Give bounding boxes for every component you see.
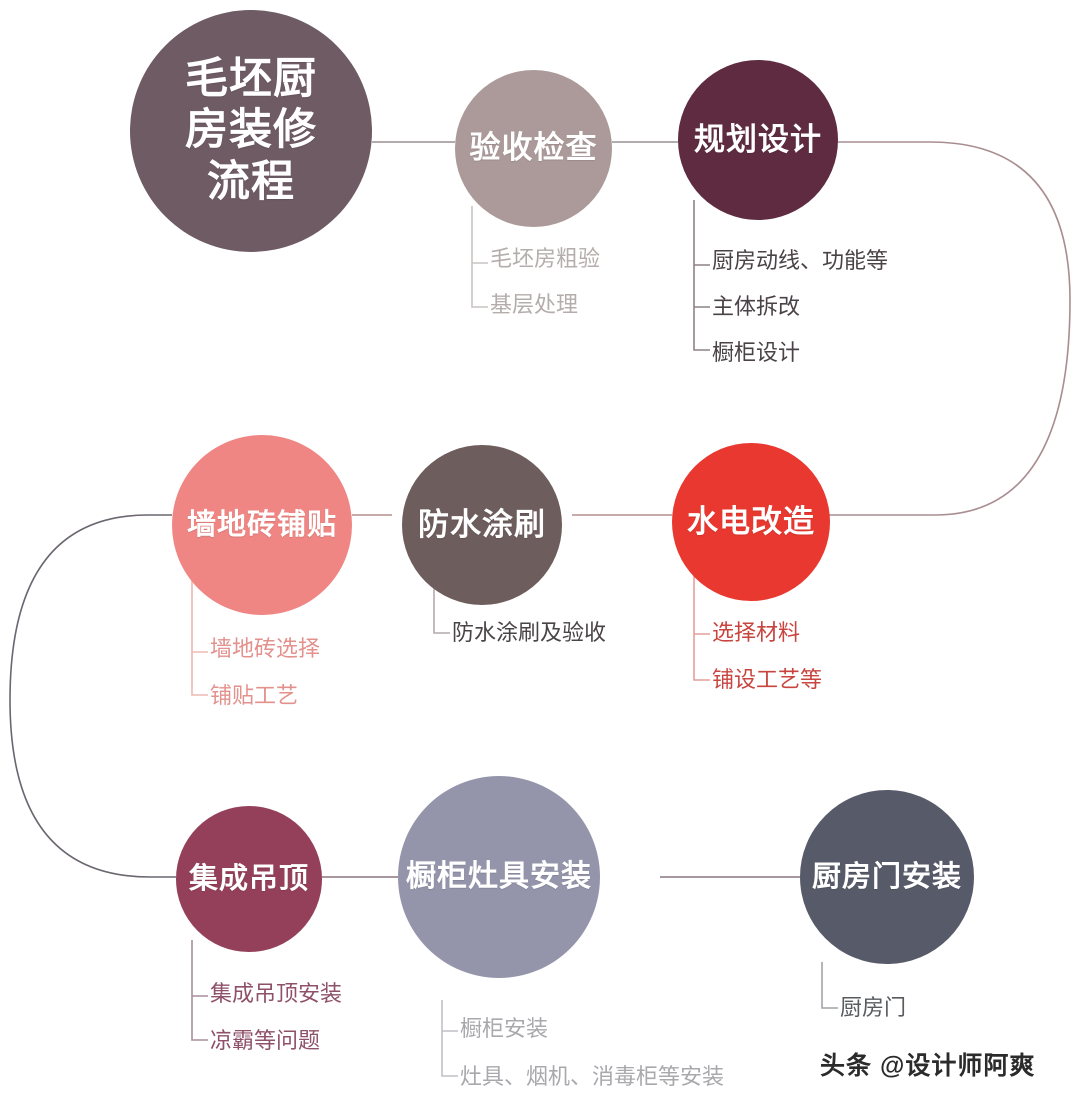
sub-item: 主体拆改 [712, 294, 801, 319]
bracket-yanshou [471, 206, 488, 308]
bracket-qiangdizhuan [191, 580, 208, 696]
bracket-chugui [441, 1000, 458, 1077]
node-qiangdizhuan-puties-label: 墙地砖铺贴 [186, 508, 337, 541]
node-jicheng-diaoding[interactable]: 集成吊顶 [176, 806, 322, 952]
connector-loop-left [9, 514, 176, 878]
node-guihua-sheji[interactable]: 规划设计 [678, 60, 838, 220]
node-fangshui-tushua[interactable]: 防水涂刷 [402, 445, 562, 605]
node-chugui-zaoju-anzhuang-label: 橱柜灶具安装 [406, 860, 592, 894]
sub-item: 橱柜安装 [460, 1016, 549, 1041]
subs-guihua-sheji: 厨房动线、功能等 主体拆改 橱柜设计 [712, 250, 888, 364]
sub-item: 厨房动线、功能等 [712, 248, 889, 273]
sub-item: 防水涂刷及验收 [452, 620, 607, 645]
sub-item: 铺设工艺等 [712, 667, 823, 692]
subs-yanshou-jiancha: 毛坯房粗验 基层处理 [490, 248, 600, 316]
sub-item: 凉霸等问题 [210, 1028, 321, 1053]
node-qiangdizhuan-puties[interactable]: 墙地砖铺贴 [172, 435, 352, 615]
bracket-jicheng [191, 940, 208, 1041]
node-chufangmen-anzhuang-label: 厨房门安装 [811, 860, 962, 893]
node-title-label: 毛坯厨 房装修 流程 [185, 54, 317, 206]
node-fangshui-tushua-label: 防水涂刷 [418, 506, 546, 542]
node-shuidian-gaizao-label: 水电改造 [687, 503, 815, 539]
subs-fangshui-tushua: 防水涂刷及验收 [452, 622, 606, 644]
subs-chugui-zaoju-anzhuang: 橱柜安装 灶具、烟机、消毒柜等安装 [460, 1018, 724, 1088]
bracket-chufangmen [821, 962, 838, 1009]
sub-item: 集成吊顶安装 [210, 981, 343, 1006]
subs-qiangdizhuan-puties: 墙地砖选择 铺贴工艺 [210, 638, 320, 707]
node-shuidian-gaizao[interactable]: 水电改造 [672, 443, 830, 601]
sub-item: 灶具、烟机、消毒柜等安装 [460, 1064, 725, 1089]
watermark: 头条 @设计师阿爽 [820, 1052, 1036, 1080]
node-guihua-sheji-label: 规划设计 [694, 121, 822, 157]
sub-item: 选择材料 [712, 620, 801, 645]
node-title[interactable]: 毛坯厨 房装修 流程 [130, 10, 372, 252]
sub-item: 厨房门 [840, 995, 907, 1020]
node-chugui-zaoju-anzhuang[interactable]: 橱柜灶具安装 [398, 776, 600, 978]
bracket-guihua [693, 200, 710, 351]
sub-item: 墙地砖选择 [210, 636, 321, 661]
sub-item: 基层处理 [490, 292, 579, 317]
node-jicheng-diaoding-label: 集成吊顶 [188, 862, 309, 895]
subs-chufangmen-anzhuang: 厨房门 [840, 997, 906, 1019]
subs-shuidian-gaizao: 选择材料 铺设工艺等 [712, 622, 822, 691]
sub-item: 铺贴工艺 [210, 683, 299, 708]
sub-item: 毛坯房粗验 [490, 246, 601, 271]
subs-jicheng-diaoding: 集成吊顶安装 凉霸等问题 [210, 983, 342, 1052]
node-yanshou-jiancha[interactable]: 验收检查 [455, 70, 612, 227]
node-yanshou-jiancha-label: 验收检查 [469, 130, 598, 166]
node-chufangmen-anzhuang[interactable]: 厨房门安装 [800, 790, 974, 964]
sub-item: 橱柜设计 [712, 340, 801, 365]
